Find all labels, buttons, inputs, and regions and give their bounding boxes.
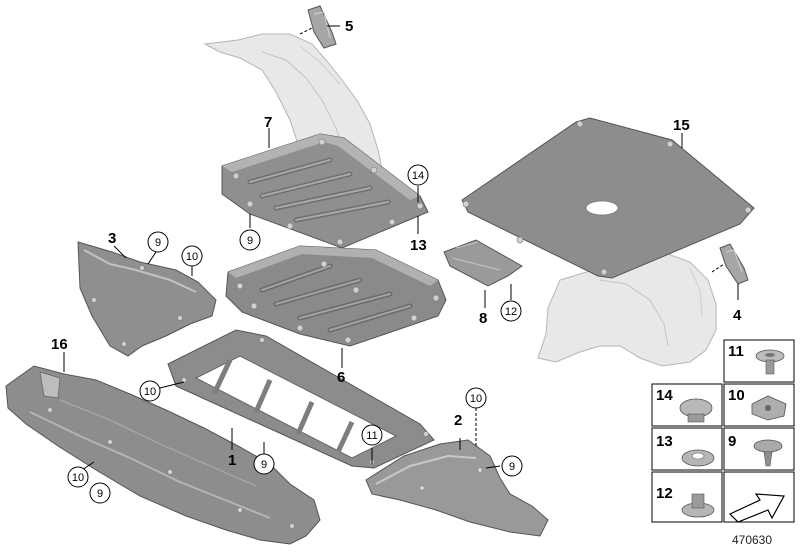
callout-12: 12: [500, 300, 522, 322]
callout-9e: 9: [89, 482, 111, 504]
underbody-shield-lower: [225, 245, 447, 347]
callout-10c: 10: [465, 387, 487, 409]
svg-text:9: 9: [509, 461, 515, 473]
label-part-3: 3: [108, 230, 116, 247]
callout-11: 11: [361, 424, 383, 446]
svg-text:11: 11: [366, 430, 377, 442]
svg-text:13: 13: [410, 237, 427, 254]
front-underbody-panel: [5, 365, 321, 545]
bracket-right: [719, 243, 749, 285]
fastener-14: 14: [656, 387, 713, 423]
fastener-11: 11: [728, 343, 785, 375]
svg-text:13: 13: [656, 433, 673, 450]
svg-text:10: 10: [470, 393, 482, 405]
svg-text:10: 10: [728, 387, 745, 404]
svg-text:11: 11: [728, 343, 744, 360]
callout-9c: 9: [253, 453, 275, 475]
circled-callouts: 14 13 9 9 10 12 10 11 9 10 9 10 9: [67, 164, 523, 504]
label-part-8: 8: [479, 310, 487, 327]
wheel-arch-liner-right: [537, 253, 717, 367]
part-labels: 5 7 15 3 8 4 16 6 1 2: [51, 18, 742, 469]
label-part-15: 15: [673, 117, 690, 134]
underbody-shield-upper: [221, 133, 429, 249]
drawing-number: 470630: [732, 533, 772, 547]
label-part-16: 16: [51, 336, 68, 353]
svg-text:9: 9: [155, 237, 161, 249]
svg-text:12: 12: [505, 306, 517, 318]
svg-text:12: 12: [656, 485, 673, 502]
label-part-2: 2: [454, 412, 462, 429]
callout-9b: 9: [147, 231, 169, 253]
svg-text:9: 9: [261, 459, 267, 471]
callout-9a: 9: [239, 229, 261, 251]
svg-text:14: 14: [656, 387, 673, 404]
callout-9d: 9: [501, 455, 523, 477]
fastener-12: 12: [656, 485, 715, 518]
small-cover: [443, 239, 523, 287]
callout-13: 13: [410, 237, 427, 254]
svg-text:9: 9: [97, 488, 103, 500]
fastener-10: 10: [728, 387, 787, 421]
label-part-4: 4: [733, 307, 742, 324]
side-cover-right: [365, 439, 549, 537]
side-panel-left: [77, 241, 217, 357]
svg-text:9: 9: [728, 433, 736, 450]
callout-10a: 10: [181, 245, 203, 267]
fastener-13: 13: [656, 433, 715, 467]
fastener-legend: 11 14 10 13 9 12: [651, 339, 795, 523]
callout-14: 14: [407, 164, 429, 186]
svg-text:14: 14: [412, 170, 424, 182]
label-part-1: 1: [228, 452, 236, 469]
svg-text:10: 10: [186, 251, 198, 263]
svg-text:9: 9: [247, 235, 253, 247]
callout-10d: 10: [67, 466, 89, 488]
callout-10b: 10: [139, 380, 161, 402]
label-part-7: 7: [264, 114, 272, 131]
direction-arrow-icon: [728, 493, 785, 523]
fastener-9: 9: [728, 433, 783, 467]
leader-lines: [63, 25, 739, 471]
label-part-6: 6: [337, 369, 345, 386]
svg-text:10: 10: [144, 386, 156, 398]
bracket-top: [307, 5, 337, 49]
floor-panel: [461, 117, 755, 279]
svg-text:10: 10: [72, 472, 84, 484]
label-part-5: 5: [345, 18, 353, 35]
